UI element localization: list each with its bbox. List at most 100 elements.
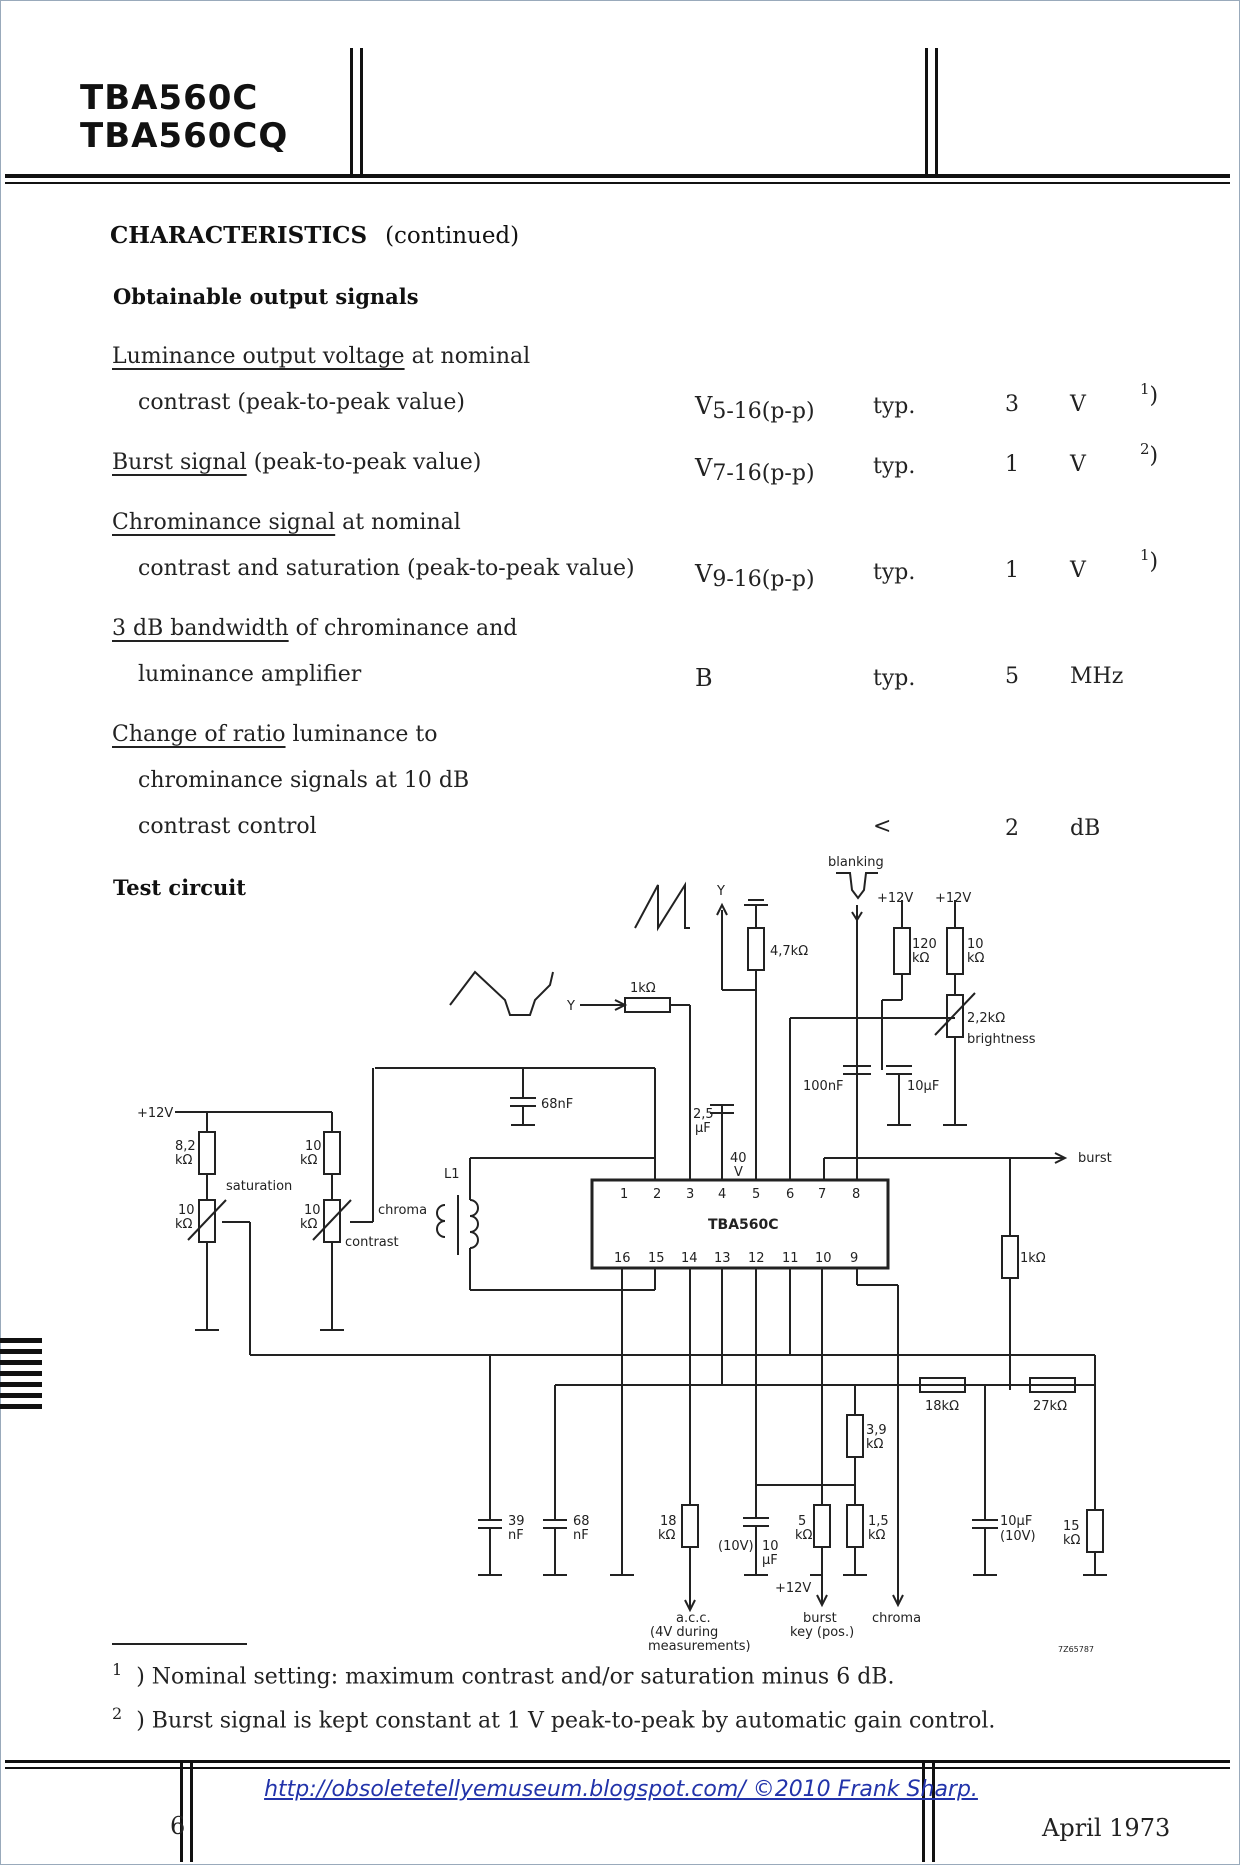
header-divider-3 <box>925 48 928 176</box>
header-divider-2 <box>360 48 363 176</box>
footnote-2: 2) Burst signal is kept constant at 1 V … <box>112 1704 995 1733</box>
param-note: 1) <box>1140 546 1158 574</box>
resistor-10k-top <box>946 927 964 975</box>
param-name-rest: at nominal <box>335 510 461 535</box>
publication-date: April 1973 <box>1042 1814 1171 1842</box>
resistor-18k-acc <box>681 1504 699 1548</box>
acc-label-3: measurements) <box>648 1639 751 1654</box>
r-27k-label: 27kΩ <box>1033 1399 1067 1414</box>
c-10u-b-label: 10 <box>762 1539 779 1554</box>
r-1k5-unit: kΩ <box>868 1528 886 1543</box>
symbol-main: V <box>695 454 713 482</box>
ic-pin-labels: 1 2 3 4 5 6 7 8 16 15 14 13 12 11 10 9 <box>614 1187 860 1266</box>
param-typ: typ. <box>873 560 916 585</box>
param-row-1-line2: contrast (peak-to-peak value) <box>138 390 465 415</box>
symbol-sub: 5-16(p-p) <box>712 399 815 424</box>
pot-con-label: 10 <box>304 1203 321 1218</box>
param-row-1-line1: Luminance output voltage at nominal <box>112 344 530 369</box>
pin-label: 10 <box>815 1251 832 1266</box>
pin-label: 11 <box>782 1251 799 1266</box>
param-typ: typ. <box>873 394 916 419</box>
footnote-close: ) <box>136 1664 145 1690</box>
r-15k-unit: kΩ <box>1063 1533 1081 1548</box>
type-number-1: TBA560C <box>80 78 259 118</box>
r-18k-acc-unit: kΩ <box>658 1528 676 1543</box>
pin-label: 7 <box>818 1187 826 1202</box>
acc-label-1: a.c.c. <box>676 1611 711 1626</box>
inductor-l1 <box>469 1199 479 1249</box>
section-title: CHARACTERISTICS(continued) <box>110 222 519 249</box>
side-tab-marks <box>0 1338 42 1415</box>
r-15k-label: 15 <box>1063 1519 1080 1534</box>
p12-label-b: +12V <box>935 891 971 906</box>
pin-label: 2 <box>653 1187 661 1202</box>
param-name: Burst signal <box>112 450 247 475</box>
r-10k-left-unit: kΩ <box>300 1153 318 1168</box>
r-120k-unit: kΩ <box>912 951 930 966</box>
param-row-5-line3: contrast control <box>138 814 317 839</box>
blanking-pulse <box>836 872 878 900</box>
symbol-sub: 9-16(p-p) <box>712 567 815 592</box>
c-68n-label: 68nF <box>541 1097 573 1112</box>
c-68n2-unit: nF <box>573 1528 589 1543</box>
r-3k9-label: 3,9 <box>866 1423 887 1438</box>
symbol-main: B <box>695 664 713 692</box>
header-divider-4 <box>935 48 938 176</box>
source-link[interactable]: http://obsoletetellyemuseum.blogspot.com… <box>264 1777 978 1802</box>
param-value: 3 <box>1005 392 1019 417</box>
c-39n-unit: nF <box>508 1528 524 1543</box>
r-1k-right-label: 1kΩ <box>1020 1251 1046 1266</box>
section-continued: (continued) <box>385 223 520 249</box>
param-row-4-line1: 3 dB bandwidth of chrominance and <box>112 616 517 641</box>
burst-key-label-1: burst <box>803 1611 837 1626</box>
c-2u5-unit: µF <box>695 1121 711 1136</box>
param-symbol: V7-16(p-p) <box>695 454 815 486</box>
param-row-3-line1: Chrominance signal at nominal <box>112 510 461 535</box>
footer-rule-thin <box>5 1767 1230 1769</box>
footer-divider-3 <box>922 1762 925 1862</box>
c-10u-label: 10µF <box>907 1079 939 1094</box>
param-note: 2) <box>1140 440 1158 468</box>
c-10v-label: (10V) <box>718 1539 754 1554</box>
brightness-label: brightness <box>967 1032 1036 1047</box>
r-8k2-unit: kΩ <box>175 1153 193 1168</box>
footnote-text: Burst signal is kept constant at 1 V pea… <box>151 1708 996 1734</box>
param-unit: V <box>1070 452 1086 477</box>
page-number: 6 <box>170 1812 186 1840</box>
r-10k-label: 10 <box>967 937 984 952</box>
chroma-in-label: chroma <box>378 1203 427 1218</box>
pin-label: 9 <box>850 1251 858 1266</box>
param-name: Luminance output voltage <box>112 344 405 369</box>
pin-label: 15 <box>648 1251 665 1266</box>
p12-left-label: +12V <box>137 1106 173 1121</box>
footnote-mark: 1 <box>112 1660 123 1679</box>
note-close: ) <box>1149 549 1159 575</box>
c-40v-unit: V <box>734 1165 743 1180</box>
p12-bottom-label: +12V <box>775 1581 811 1596</box>
param-unit: V <box>1070 392 1086 417</box>
footer-divider-2 <box>190 1762 193 1862</box>
flyback-waveform <box>449 970 554 1016</box>
footer-divider-4 <box>932 1762 935 1862</box>
pin-label: 12 <box>748 1251 765 1266</box>
symbol-sub: 7-16(p-p) <box>712 461 815 486</box>
param-unit: MHz <box>1070 664 1124 689</box>
note-mark: 1 <box>1140 546 1150 564</box>
pot-con-unit: kΩ <box>300 1217 318 1232</box>
c-2u5-label: 2,5 <box>693 1107 714 1122</box>
saturation-label: saturation <box>226 1179 292 1194</box>
r-3k9-unit: kΩ <box>866 1437 884 1452</box>
ic-body <box>590 1178 890 1270</box>
pin-label: 4 <box>718 1187 726 1202</box>
r-10k-unit: kΩ <box>967 951 985 966</box>
r-4k7-label: 4,7kΩ <box>770 944 808 959</box>
resistor-1k-right <box>1001 1235 1019 1279</box>
r-1k5-label: 1,5 <box>868 1514 889 1529</box>
pin-label: 14 <box>681 1251 698 1266</box>
resistor-1k5 <box>846 1504 864 1548</box>
burst-out-label: burst <box>1078 1151 1112 1166</box>
y-top-label: Y <box>716 884 725 899</box>
burst-key-label-2: key (pos.) <box>790 1625 854 1640</box>
ic-label: TBA560C <box>708 1217 779 1233</box>
